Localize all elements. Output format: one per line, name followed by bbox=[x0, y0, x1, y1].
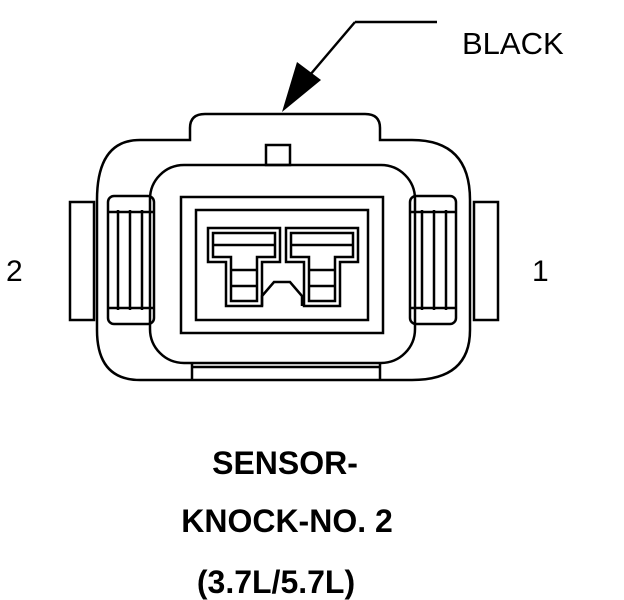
connector-body bbox=[95, 112, 472, 382]
terminal-1 bbox=[284, 226, 360, 308]
callout-label: BLACK bbox=[462, 26, 564, 61]
pin-label-left: 2 bbox=[6, 255, 23, 288]
left-lock-tab bbox=[68, 194, 156, 326]
caption-line-3: (3.7L/5.7L) bbox=[197, 564, 355, 600]
terminal-2 bbox=[206, 226, 282, 308]
caption-line-1: SENSOR- bbox=[212, 445, 358, 481]
caption-line-2: KNOCK-NO. 2 bbox=[181, 503, 393, 539]
right-lock-tab bbox=[408, 194, 500, 326]
callout-arrowhead bbox=[282, 62, 321, 112]
callout-leader bbox=[282, 20, 437, 112]
terminal-cavity bbox=[179, 195, 385, 335]
center-key bbox=[260, 280, 304, 306]
pin-label-right: 1 bbox=[532, 255, 549, 288]
top-key bbox=[264, 143, 292, 167]
